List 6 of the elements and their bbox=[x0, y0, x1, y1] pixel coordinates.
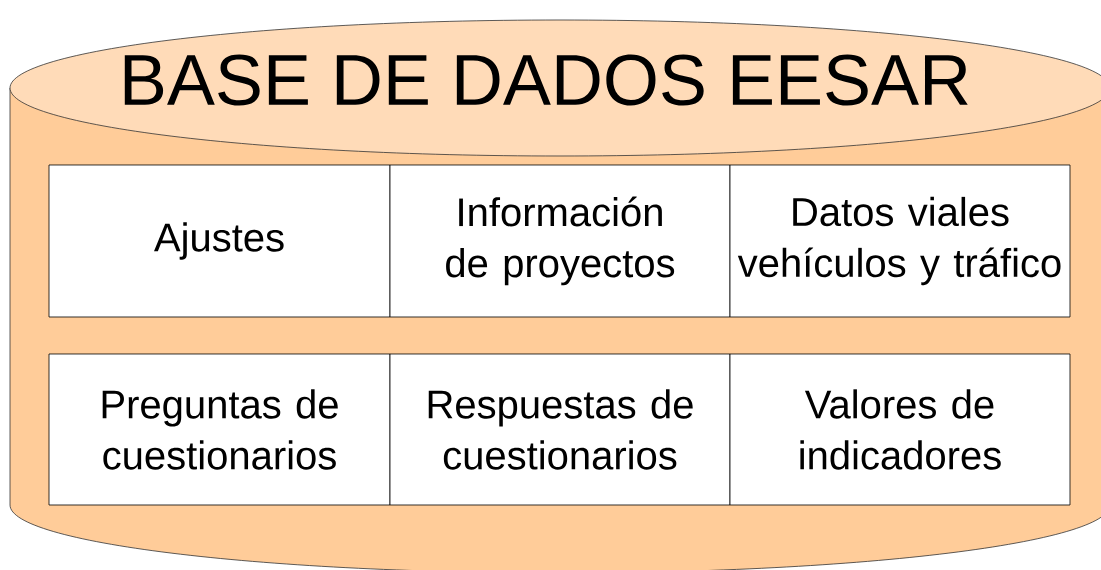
text-box: Respuestas de cuestionarios bbox=[389, 353, 731, 506]
text-box: Ajustes bbox=[48, 164, 391, 318]
text-box: Valores de indicadores bbox=[729, 353, 1071, 506]
text-box: Información de proyectos bbox=[389, 164, 731, 318]
text-box: Preguntas de cuestionarios bbox=[48, 353, 391, 506]
text-box: Datos viales vehículos y tráfico bbox=[729, 164, 1071, 318]
